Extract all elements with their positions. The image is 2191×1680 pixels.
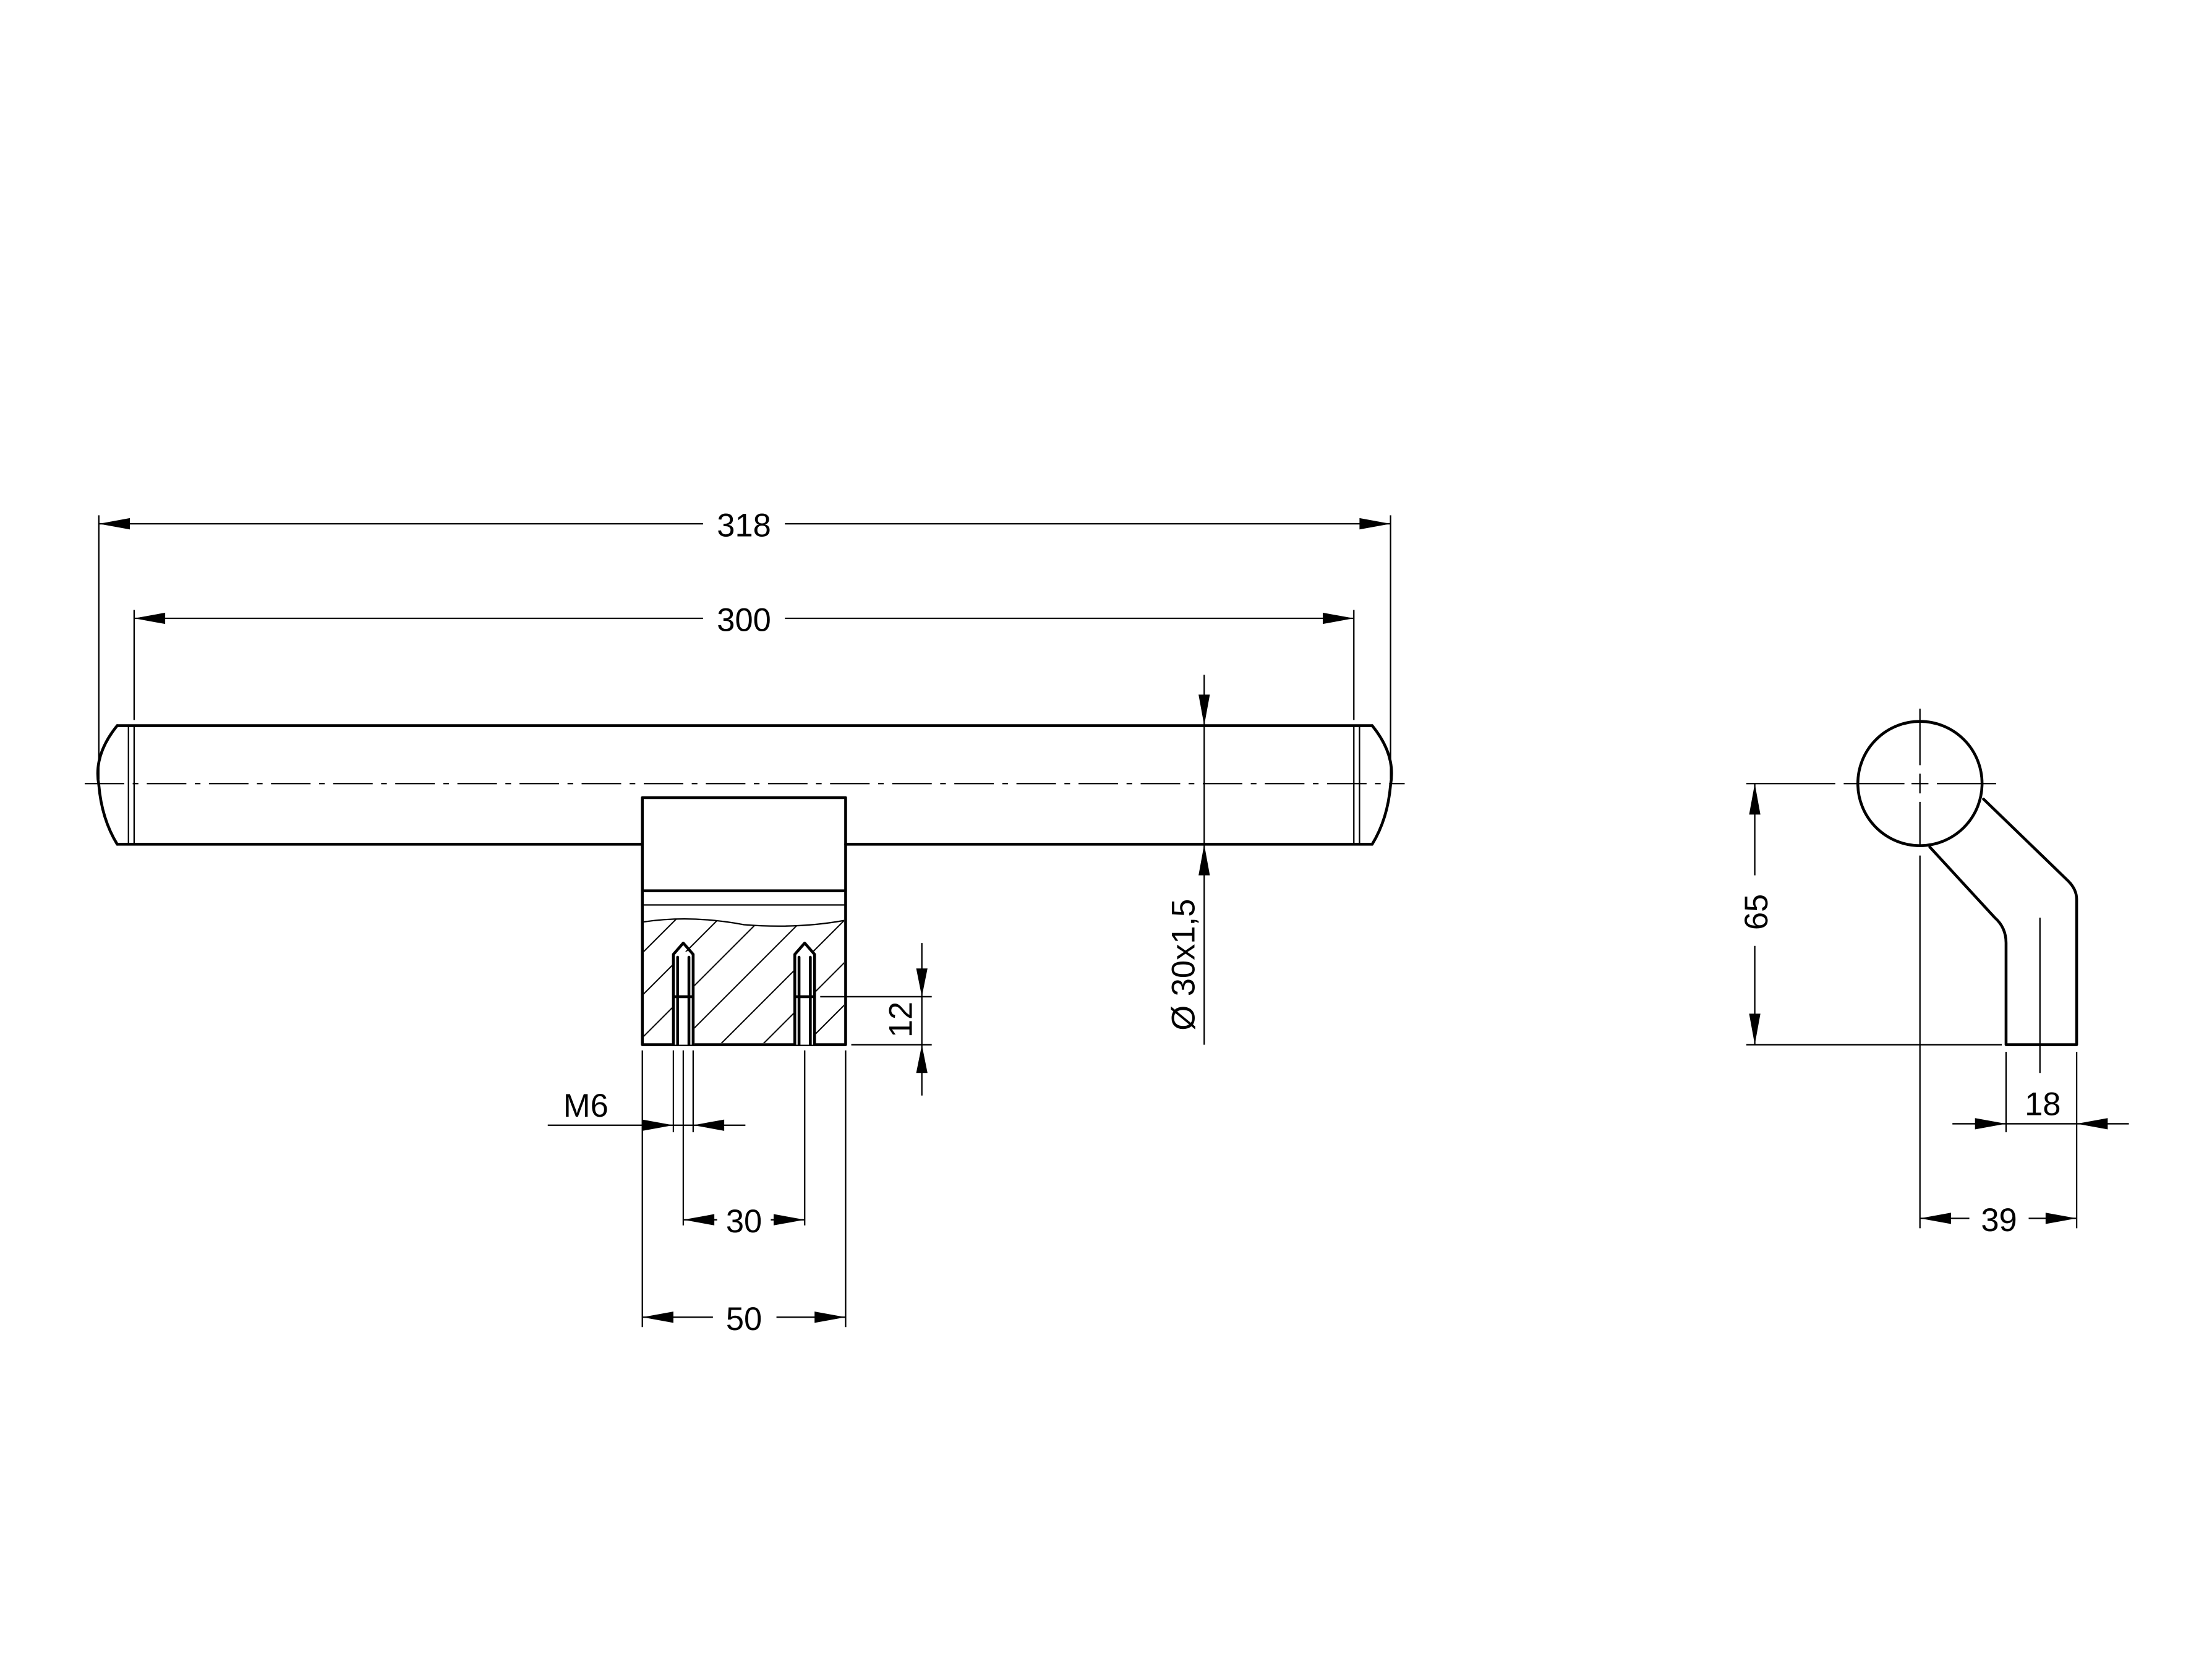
dimension-39: 39	[1920, 1202, 2077, 1239]
dimension-65: 65	[1738, 783, 2002, 1046]
side-view: 65 18 39	[1738, 709, 2129, 1239]
dimension-m6: M6	[547, 1050, 746, 1226]
threaded-hole-left	[672, 941, 695, 1046]
handle-bar	[96, 724, 1393, 846]
dim-hole-spacing-label: 30	[726, 1203, 762, 1240]
dim-thread-label: M6	[563, 1088, 609, 1124]
dim-foot-width-label: 18	[2025, 1086, 2061, 1123]
dimension-diameter: Ø 30x1,5	[1165, 675, 1210, 1045]
dimension-30: 30	[683, 1050, 806, 1240]
mounting-block	[641, 796, 847, 1046]
dim-offset-label: 39	[1981, 1202, 2017, 1239]
standoff-profile	[1928, 798, 2078, 1046]
threaded-hole-right	[793, 941, 816, 1046]
dim-height-label: 65	[1738, 894, 1775, 930]
dimension-50: 50	[641, 1050, 847, 1337]
dim-thread-depth-label: 12	[883, 1002, 920, 1038]
section-hatching	[643, 919, 845, 1044]
dimension-318: 318	[98, 508, 1391, 780]
dim-block-width-label: 50	[726, 1301, 762, 1337]
dim-diameter-label: Ø 30x1,5	[1165, 899, 1202, 1031]
dimension-300: 300	[133, 602, 1355, 720]
dimension-12: 12	[820, 943, 932, 1096]
dim-overall-length-label: 318	[717, 508, 771, 544]
front-view: 318 300 Ø 30x1,5 12 M6 30	[84, 508, 1405, 1337]
dimension-18: 18	[1952, 1051, 2129, 1229]
dim-bar-length-label: 300	[717, 602, 771, 639]
